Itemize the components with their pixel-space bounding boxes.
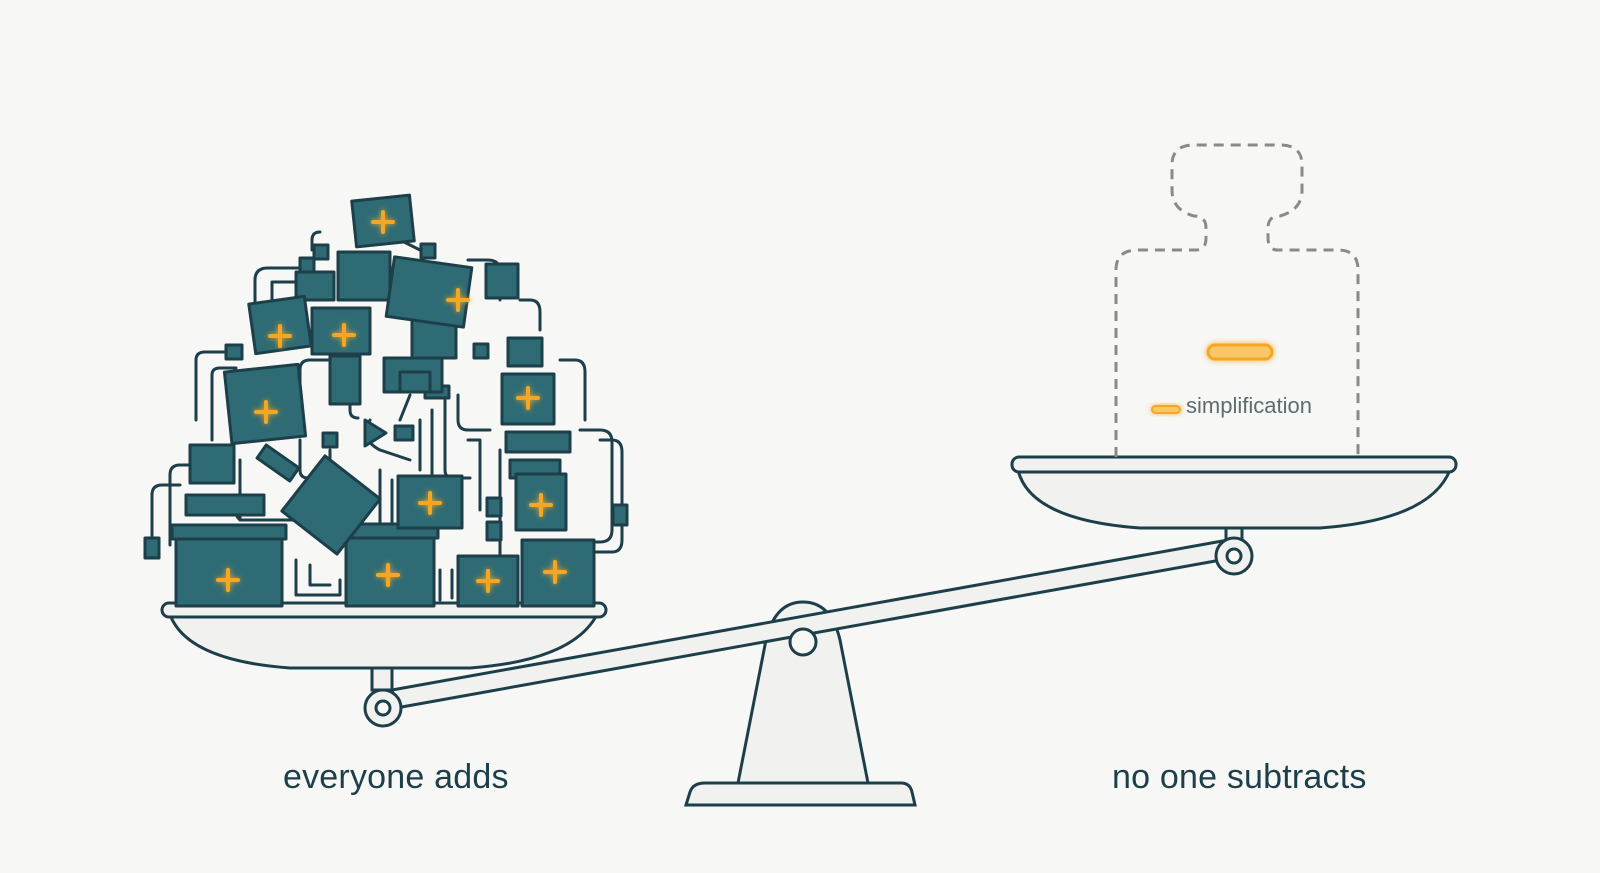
weight-label: simplification	[1186, 393, 1312, 418]
ghost-weight	[1114, 143, 1360, 457]
plus-icon	[529, 493, 553, 517]
left-hanger	[370, 666, 394, 692]
plus-icon	[476, 569, 500, 593]
plus-icon	[418, 491, 442, 515]
plus-icon	[332, 323, 356, 347]
beam-pivot	[788, 627, 818, 657]
scale-base	[683, 781, 917, 807]
minus-icon	[1151, 405, 1181, 414]
plus-icon	[516, 386, 540, 410]
plus-icon	[216, 568, 240, 592]
left-pan	[166, 606, 603, 670]
plus-icons	[216, 210, 567, 593]
minus-icon	[1206, 343, 1274, 361]
right-pan	[1016, 468, 1453, 530]
right-pan-rim	[1010, 455, 1458, 474]
plus-icon	[376, 563, 400, 587]
plus-icon	[446, 288, 470, 312]
right-caption: no one subtracts	[1112, 758, 1367, 796]
plus-icon	[371, 210, 395, 234]
plus-icon	[268, 324, 292, 348]
additions-heap	[143, 193, 629, 608]
left-caption: everyone adds	[283, 758, 509, 796]
plus-icon	[254, 400, 278, 424]
plus-icon	[543, 560, 567, 584]
